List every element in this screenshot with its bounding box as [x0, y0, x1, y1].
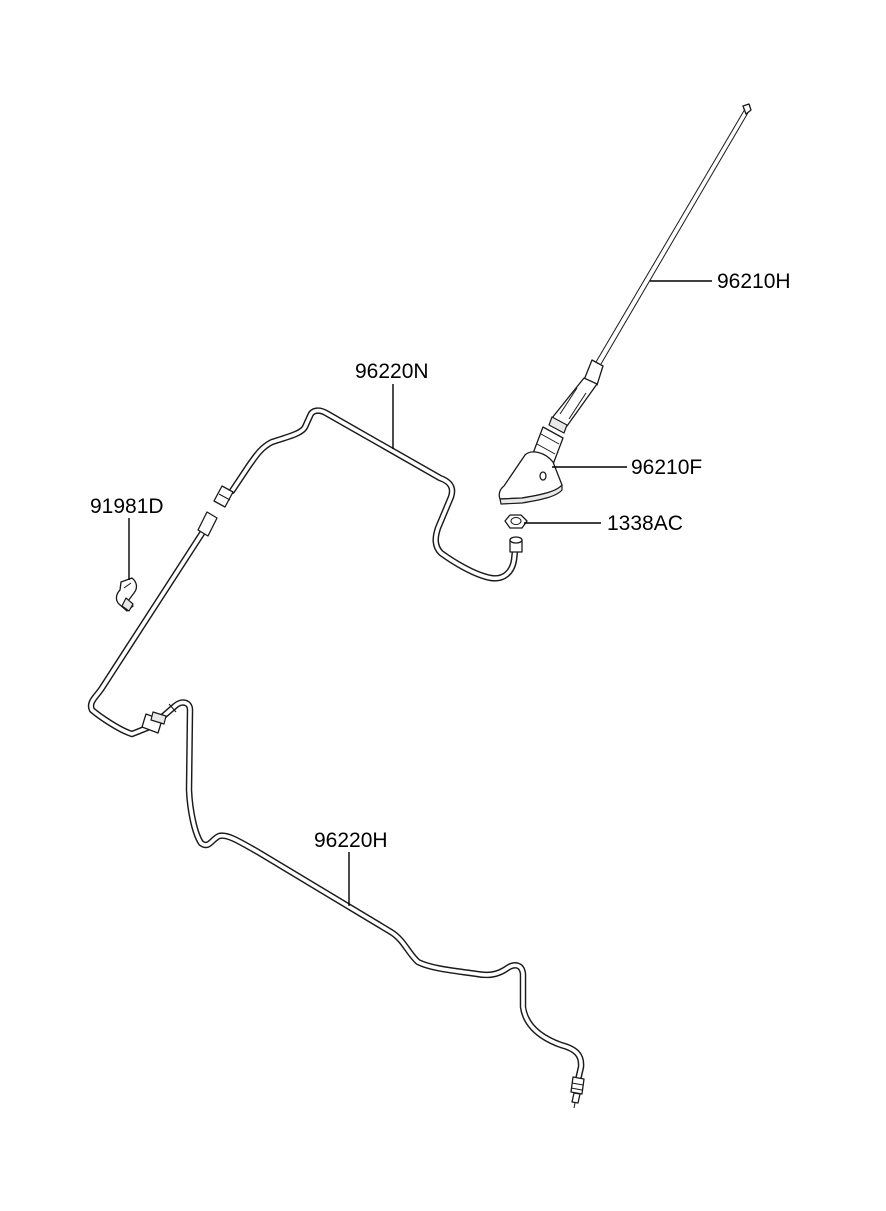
part-label-96210F: 96210F — [631, 456, 702, 479]
leader-lines — [128, 280, 712, 906]
upper-cable[interactable] — [213, 407, 523, 582]
cable-clip[interactable] — [115, 577, 138, 612]
antenna-base[interactable] — [498, 426, 564, 505]
part-label-91981D: 91981D — [90, 495, 164, 518]
mounting-nut[interactable] — [504, 514, 528, 529]
antenna-mast[interactable] — [548, 103, 752, 434]
part-label-96210H: 96210H — [717, 270, 791, 293]
lower-cable[interactable] — [87, 511, 585, 1109]
part-labels: 96210H 96220N 96210F 91981D 1338AC 96220… — [90, 270, 791, 852]
part-label-1338AC: 1338AC — [607, 512, 683, 535]
part-label-96220H: 96220H — [314, 829, 388, 852]
part-label-96220N: 96220N — [355, 360, 429, 383]
